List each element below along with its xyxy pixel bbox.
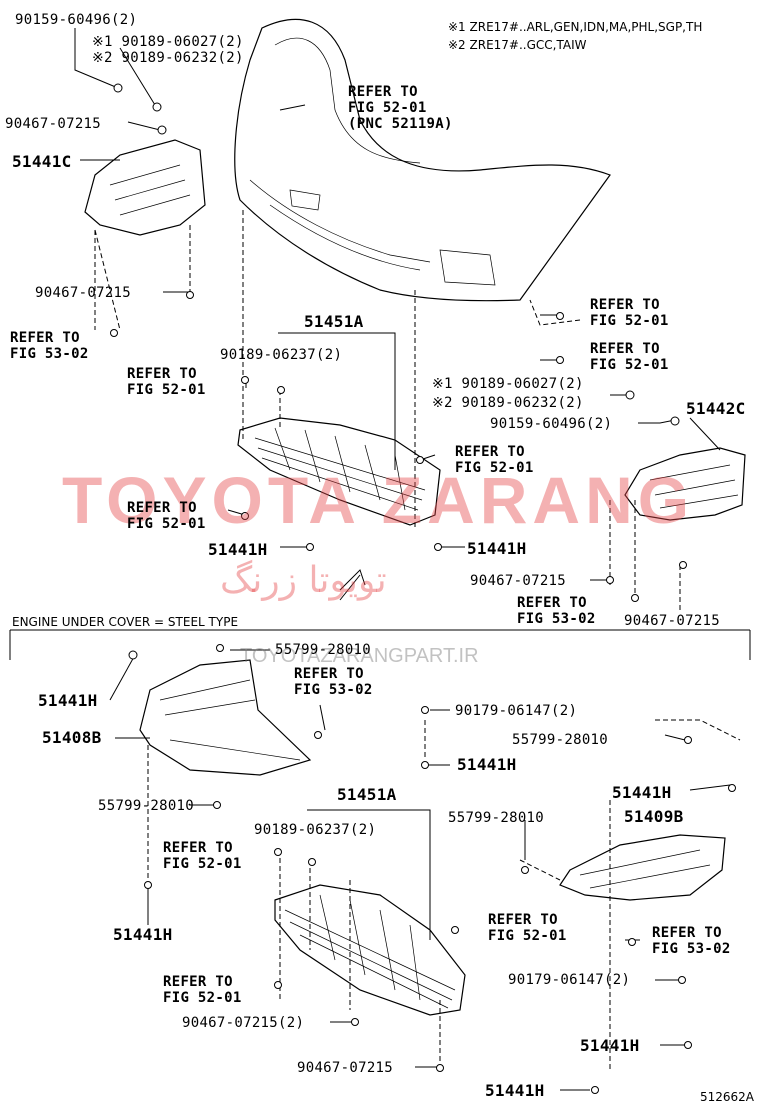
part-label: 55799-28010 <box>512 732 609 748</box>
leader-lines <box>9 28 751 1091</box>
refer-to-label: REFER TO FIG 52-01 <box>455 444 534 476</box>
refer-to-label: REFER TO FIG 52-01 <box>590 341 669 373</box>
part-label: 90179-06147(2) <box>455 703 578 719</box>
section-label: ENGINE UNDER COVER = STEEL TYPE <box>12 615 239 629</box>
part-label: ※1 90189-06027(2) <box>92 34 244 50</box>
refer-to-label: REFER TO FIG 52-01 (PNC 52119A) <box>348 84 453 132</box>
part-label: 90189-06237(2) <box>254 822 377 838</box>
refer-to-label: REFER TO FIG 52-01 <box>127 500 206 532</box>
part-label: 51442C <box>686 399 746 418</box>
part-label: 51451A <box>304 312 364 331</box>
cover-51451a-bottom-drawing <box>274 884 466 1016</box>
refer-to-label: REFER TO FIG 53-02 <box>10 330 89 362</box>
part-label: ※2 90189-06232(2) <box>432 395 584 411</box>
part-label: 90467-07215 <box>624 613 721 629</box>
watermark-arabic: تویوتا زرنگ <box>220 560 387 601</box>
part-label: 90179-06147(2) <box>508 972 631 988</box>
part-label: 90189-06237(2) <box>220 347 343 363</box>
part-label: 51441H <box>580 1036 640 1055</box>
part-label: 90159-60496(2) <box>15 12 138 28</box>
part-label: 51441H <box>113 925 173 944</box>
refer-to-label: REFER TO FIG 52-01 <box>127 366 206 398</box>
part-label: 51441C <box>12 152 72 171</box>
refer-to-label: REFER TO FIG 53-02 <box>652 925 731 957</box>
part-label: 55799-28010 <box>448 810 545 826</box>
refer-to-label: REFER TO FIG 53-02 <box>517 595 596 627</box>
part-label: ※1 90189-06027(2) <box>432 376 584 392</box>
part-label: ※2 90189-06232(2) <box>92 50 244 66</box>
part-label: 90467-07215 <box>297 1060 394 1076</box>
cover-51409b-drawing <box>559 834 726 901</box>
part-label: 90467-07215 <box>470 573 567 589</box>
part-label: 51441H <box>38 691 98 710</box>
part-label: 51441H <box>485 1081 545 1100</box>
note-variant-2: ※2 ZRE17#..GCC,TAIW <box>448 38 587 52</box>
part-label: 90467-07215 <box>35 285 132 301</box>
part-label: 51441H <box>467 539 527 558</box>
refer-to-label: REFER TO FIG 53-02 <box>294 666 373 698</box>
refer-to-label: REFER TO FIG 52-01 <box>163 974 242 1006</box>
watermark-url: TOYOTAZARANGPART.IR <box>240 645 479 667</box>
refer-to-label: REFER TO FIG 52-01 <box>488 912 567 944</box>
part-label: 51451A <box>337 785 397 804</box>
part-label: 55799-28010 <box>98 798 195 814</box>
front-bumper-drawing <box>234 18 611 302</box>
part-label: 90467-07215 <box>5 116 102 132</box>
part-label: 51408B <box>42 728 102 747</box>
part-label: 51441H <box>208 540 268 559</box>
watermark-main: TOYOTA ZARANG <box>62 463 695 537</box>
note-variant-1: ※1 ZRE17#..ARL,GEN,IDN,MA,PHL,SGP,TH <box>448 20 703 34</box>
part-label: 51409B <box>624 807 684 826</box>
refer-to-label: REFER TO FIG 52-01 <box>590 297 669 329</box>
part-label: 90159-60496(2) <box>490 416 613 432</box>
part-label: 90467-07215(2) <box>182 1015 305 1031</box>
part-label: 51441H <box>612 783 672 802</box>
fastener-marks <box>110 83 736 1094</box>
part-label: 51441H <box>457 755 517 774</box>
refer-to-label: REFER TO FIG 52-01 <box>163 840 242 872</box>
part-label: 55799-28010 <box>275 642 372 658</box>
cover-51451a-top-drawing <box>237 417 441 526</box>
cover-51442c-drawing <box>624 447 746 521</box>
cover-51408b-drawing <box>139 659 312 776</box>
cover-51441c-drawing <box>84 139 206 236</box>
diagram-id: 512662A <box>700 1090 755 1104</box>
